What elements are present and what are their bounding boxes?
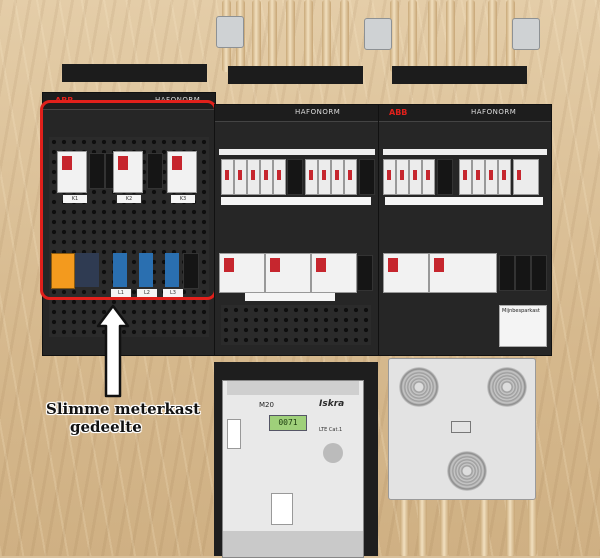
residual-current-device (429, 253, 497, 293)
meter-brand: Iskra (319, 399, 345, 409)
blank-module (531, 255, 547, 291)
pipe-clamp (512, 18, 540, 50)
sticker-title: Mijnbesparkast (502, 308, 540, 314)
blank-module (147, 153, 163, 189)
contactor-k3 (167, 151, 197, 193)
circuit-breaker (318, 159, 331, 195)
busbar-strip (383, 149, 547, 155)
top-rail (228, 66, 363, 84)
label-k2: K2 (117, 195, 141, 203)
circuit-breaker (331, 159, 344, 195)
vent-grille (487, 367, 527, 407)
abb-logo: ABB (389, 108, 408, 117)
top-rail (392, 66, 527, 84)
annotation-arrow (96, 304, 130, 398)
circuit-breaker (247, 159, 260, 195)
meter-sub: LTE Cat.1 (319, 427, 343, 433)
pipe-clamp (216, 16, 244, 48)
label-l3: L3 (163, 289, 183, 297)
ventilated-junction-box (388, 358, 536, 500)
relay-l3 (165, 253, 179, 287)
circuit-breaker (221, 159, 234, 195)
seal-tag (271, 493, 293, 525)
residual-current-device (219, 253, 265, 293)
label-l2: L2 (137, 289, 157, 297)
panel-header: ABB HAFONORM (379, 105, 551, 122)
rcd-label (245, 293, 335, 301)
relay-l1 (113, 253, 127, 287)
middle-distribution-panel: HAFONORM (214, 104, 380, 356)
contactor-k2 (113, 151, 143, 193)
relay-l2 (139, 253, 153, 287)
busbar-strip (219, 149, 375, 155)
contactor-k1 (57, 151, 87, 193)
annotation-line-1: Slimme meterkast (46, 400, 201, 418)
circuit-breaker (260, 159, 273, 195)
blank-module (437, 159, 453, 195)
circuit-breaker (485, 159, 498, 195)
circuit-labels (221, 197, 371, 205)
circuit-breaker (422, 159, 435, 195)
meter-model: M20 (259, 401, 274, 409)
hazard-symbol (451, 421, 471, 433)
blank-module (515, 255, 531, 291)
circuit-breaker (409, 159, 422, 195)
panel-brand: HAFONORM (471, 108, 517, 116)
circuit-breaker (234, 159, 247, 195)
circuit-breaker (273, 159, 286, 195)
top-rail (62, 64, 207, 82)
residual-current-device (383, 253, 429, 293)
label-l1: L1 (111, 289, 131, 297)
panel-header: HAFONORM (215, 105, 379, 122)
circuit-breaker (472, 159, 485, 195)
seal-tag (227, 419, 241, 449)
circuit-breaker (305, 159, 318, 195)
blank-module (89, 153, 105, 189)
meter-terminal-cover (223, 531, 363, 557)
blank-module (359, 159, 375, 195)
vent-grille (399, 367, 439, 407)
blank-module (287, 159, 303, 195)
panel-brand: HAFONORM (295, 108, 341, 116)
circuit-breaker (459, 159, 472, 195)
info-sticker: Mijnbesparkast (499, 305, 547, 347)
blank-module (357, 255, 373, 291)
meter-top-cover (227, 381, 359, 395)
control-module (75, 253, 99, 287)
circuit-breaker (344, 159, 357, 195)
optical-port (323, 443, 343, 463)
blank-module (183, 253, 199, 289)
surge-protector (513, 159, 539, 195)
annotation-line-2: gedeelte (70, 418, 142, 436)
circuit-breaker (383, 159, 396, 195)
pipe-clamp (364, 18, 392, 50)
circuit-breaker (498, 159, 511, 195)
label-k1: K1 (63, 195, 87, 203)
perforated-mounting-plate (221, 305, 371, 345)
blank-module (499, 255, 515, 291)
right-distribution-panel: ABB HAFONORM Mijnbesparkast (378, 104, 552, 356)
residual-current-device (311, 253, 357, 293)
smart-meter: M20 0071 Iskra LTE Cat.1 (222, 380, 364, 558)
circuit-labels (385, 197, 543, 205)
vent-grille (447, 451, 487, 491)
meter-display: 0071 (269, 415, 307, 431)
label-k3: K3 (171, 195, 195, 203)
main-switch (51, 253, 75, 289)
residual-current-device (265, 253, 311, 293)
circuit-breaker (396, 159, 409, 195)
highlight-box (40, 100, 217, 300)
